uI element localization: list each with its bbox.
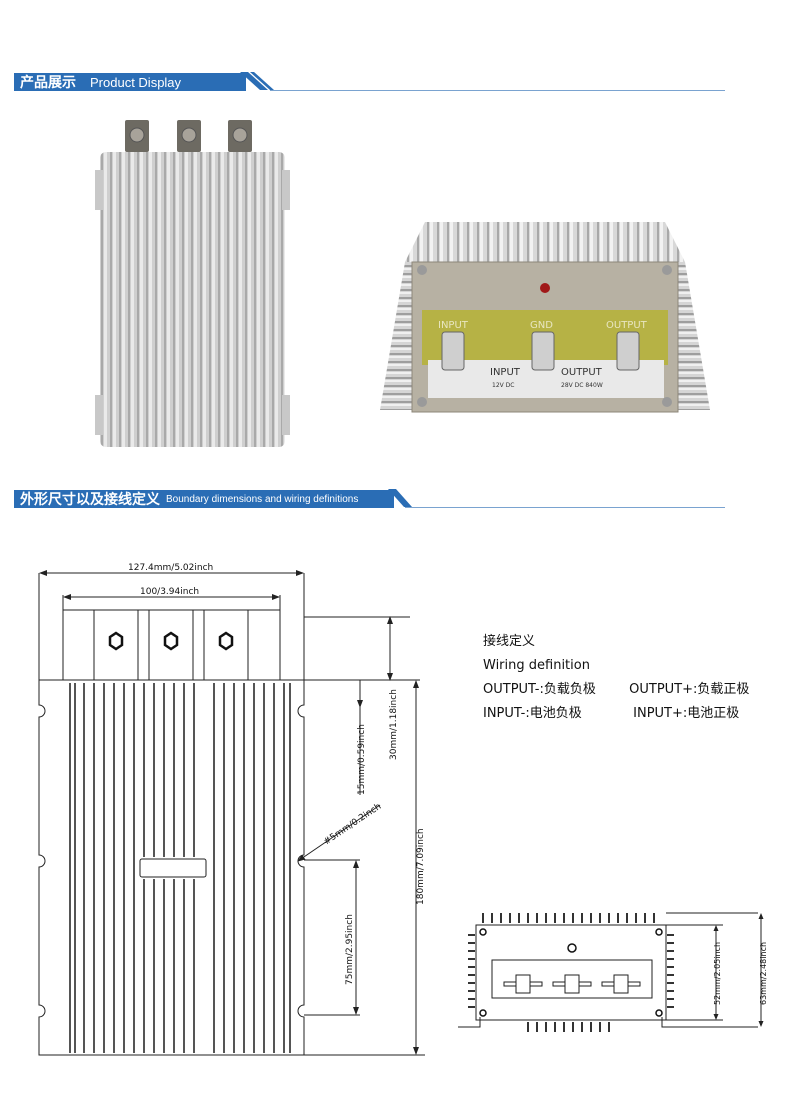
section-title-cn: 外形尺寸以及接线定义 (20, 491, 160, 507)
dim-body-height: 52mm/2.05inch (713, 942, 722, 1005)
section-rule (405, 507, 725, 508)
wiring-input-neg: INPUT-:电池负极 (483, 706, 582, 721)
section-title-en: Boundary dimensions and wiring definitio… (166, 493, 359, 505)
section-title-cn: 产品展示 (20, 74, 76, 90)
section-title-en: Product Display (90, 74, 182, 90)
front-label-output: OUTPUT (561, 367, 603, 378)
wiring-row-input: INPUT-:电池负极 INPUT+:电池正极 (483, 702, 749, 726)
dim-terminal-height: 15mm/0.59inch (357, 724, 367, 795)
wiring-title-en: Wiring definition (483, 658, 590, 673)
dim-overall-length: 180mm/7.09inch (416, 828, 426, 905)
wiring-title-cn: 接线定义 (483, 634, 536, 649)
dim-hole-spacing: 75mm/2.95inch (345, 914, 355, 985)
dim-top-offset: 30mm/1.18inch (389, 689, 399, 760)
dim-terminal-span: 100/3.94inch (140, 587, 199, 597)
section-header-bar: 产品展示 Product Display (14, 73, 246, 91)
wiring-definition: 接线定义 Wiring definition OUTPUT-:负载负极 OUTP… (483, 630, 749, 726)
wiring-output-neg: OUTPUT-:负载负极 (483, 682, 596, 697)
header-slash-decoration (388, 489, 412, 507)
section-rule (270, 90, 725, 91)
wiring-input-pos: INPUT+:电池正极 (633, 706, 740, 721)
front-label-input-top: INPUT (438, 320, 469, 331)
product-photo-front-view: INPUT GND OUTPUT INPUT 12V DC OUTPUT 28V… (380, 222, 710, 413)
front-label-input-spec: 12V DC (492, 382, 514, 389)
product-photo-top-view (95, 120, 290, 447)
dimension-drawing-front-view: 52mm/2.05inch 63mm/2.48inch (458, 912, 768, 1032)
front-label-input: INPUT (490, 367, 521, 378)
dim-overall-width: 127.4mm/5.02inch (128, 563, 213, 573)
header-slash-decoration (240, 72, 274, 90)
front-label-gnd-top: GND (530, 320, 553, 331)
section-header-product-display: 产品展示 Product Display (14, 72, 246, 92)
wiring-output-pos: OUTPUT+:负载正极 (629, 682, 750, 697)
front-label-output-top: OUTPUT (606, 320, 648, 331)
front-label-output-spec: 28V DC 840W (561, 382, 603, 389)
dim-total-height: 63mm/2.48inch (759, 942, 768, 1005)
section-header-bar: 外形尺寸以及接线定义 Boundary dimensions and wirin… (14, 490, 394, 508)
dimension-drawing-top-view: 127.4mm/5.02inch 100/3.94inch 30mm/1.18i… (38, 563, 426, 1056)
section-header-dimensions: 外形尺寸以及接线定义 Boundary dimensions and wirin… (14, 489, 394, 509)
wiring-row-output: OUTPUT-:负载负极 OUTPUT+:负载正极 (483, 678, 749, 702)
dim-hole-diameter: #5mm/0.2inch (322, 802, 383, 848)
